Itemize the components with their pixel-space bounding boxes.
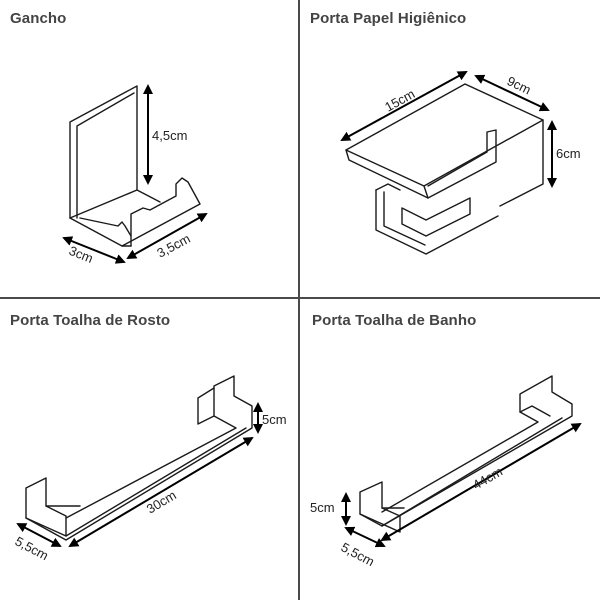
panel-title: Porta Toalha de Rosto (10, 312, 171, 329)
dim-depth: 9cm (505, 73, 534, 97)
horizontal-divider (0, 297, 600, 299)
panel-porta-papel: Porta Papel Higiênico (300, 0, 598, 297)
porta-toalha-banho-drawing (359, 375, 573, 533)
panel-porta-toalha-banho: Porta Toalha de Banho (300, 300, 598, 597)
porta-toalha-banho-dimensions: 5cm 44cm 5,5cm (310, 422, 582, 569)
dim-height: 6cm (556, 146, 581, 161)
panel-gancho: Gancho (0, 0, 298, 297)
porta-papel-dimensions: 15cm 9cm 6cm (340, 71, 581, 188)
panel-title: Gancho (10, 10, 67, 27)
panel-title: Porta Toalha de Banho (312, 312, 477, 329)
gancho-drawing (69, 85, 201, 247)
dim-length: 44cm (470, 464, 505, 493)
vertical-divider (298, 0, 300, 600)
dim-width: 3,5cm (154, 231, 192, 261)
dim-depth: 3cm (67, 243, 95, 266)
panel-title: Porta Papel Higiênico (310, 10, 467, 27)
dim-height: 4,5cm (152, 128, 187, 143)
dim-depth: 5,5cm (339, 539, 377, 569)
dim-height: 5cm (262, 412, 287, 427)
porta-papel-drawing (345, 83, 544, 255)
dim-length: 15cm (382, 86, 417, 115)
dim-height: 5cm (310, 500, 335, 515)
panel-porta-toalha-rosto: Porta Toalha de Rosto (0, 300, 298, 597)
